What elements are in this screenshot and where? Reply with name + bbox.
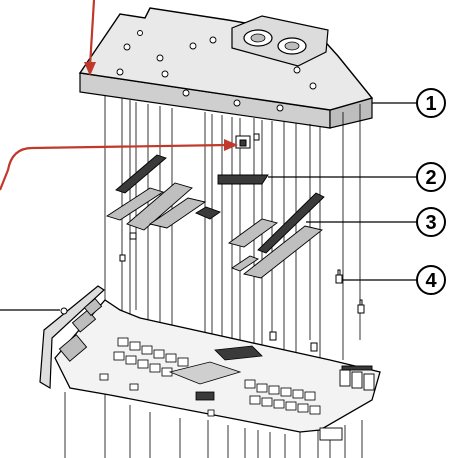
- callout-4: 4: [416, 265, 446, 295]
- io-port-dvi: [58, 334, 88, 362]
- callout-label: 3: [425, 212, 436, 234]
- gpu-core-area: [99, 345, 263, 417]
- callout-circle: [416, 162, 446, 192]
- top-arrow-line: [88, 0, 96, 67]
- callout-3: 3: [416, 207, 446, 237]
- callout-circle: [416, 88, 446, 118]
- callout-label: 1: [425, 93, 436, 115]
- vrm-components: [113, 337, 321, 415]
- graphics-card-pcb: [39, 285, 381, 441]
- standoff-screws: [119, 232, 365, 352]
- arrow-heads: [84, 62, 238, 151]
- callout-leaders: [268, 102, 418, 281]
- left-leader: [0, 307, 68, 315]
- callout-2: 2: [416, 162, 446, 192]
- callout-1: 1: [416, 88, 446, 118]
- thermal-pads-light: [105, 182, 324, 279]
- thermal-pads-dark: [115, 154, 325, 254]
- block-screws: [116, 30, 317, 112]
- port-housing: [231, 15, 329, 67]
- callout-label: 4: [425, 270, 437, 292]
- red-arrows: [0, 0, 229, 191]
- callout-circle: [416, 265, 446, 295]
- retention-bracket: [235, 133, 260, 149]
- io-bracket: [39, 285, 105, 390]
- water-block: [78, 7, 374, 129]
- side-arrow-line: [0, 143, 229, 191]
- top-arrow-head: [84, 62, 96, 76]
- callout-label: 2: [425, 167, 436, 189]
- callouts: 1 2 3 4: [416, 88, 446, 295]
- callout-circle: [416, 207, 446, 237]
- power-connectors: [319, 365, 375, 441]
- side-arrow-head: [224, 139, 238, 151]
